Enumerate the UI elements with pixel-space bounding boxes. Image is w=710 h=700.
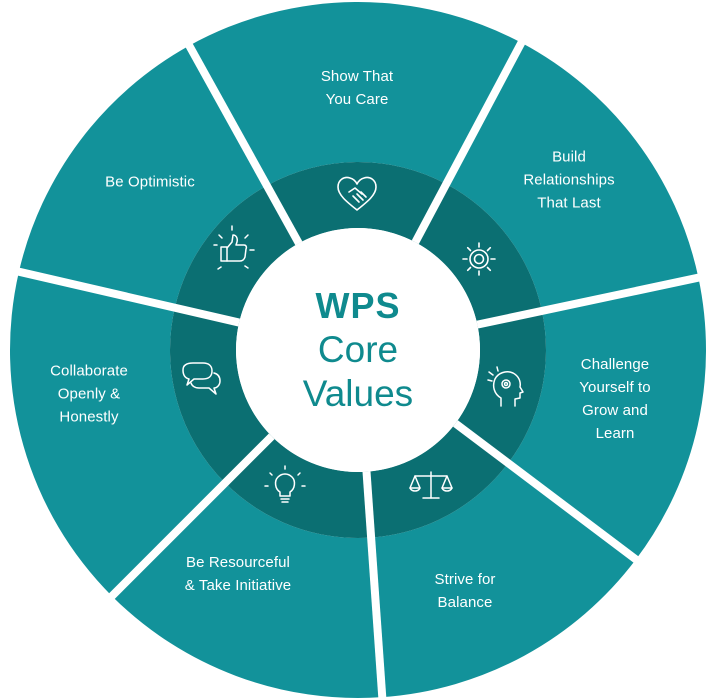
segment-divider-4 <box>362 471 387 700</box>
segment-outer-4 <box>111 482 383 698</box>
segment-ring-6 <box>174 185 299 323</box>
segment-divider-6 <box>14 266 241 327</box>
scales-icon <box>409 471 453 499</box>
segment-ring-0 <box>266 162 447 244</box>
thumbs-up-icon <box>213 225 255 270</box>
segment-ring-2 <box>455 310 546 464</box>
center-title: WPS Core Values <box>258 284 458 416</box>
lightbulb-icon <box>264 465 306 503</box>
segment-divider-2 <box>476 272 704 329</box>
center-title-wps: WPS <box>315 285 401 326</box>
segment-outer-2 <box>508 277 706 560</box>
segment-divider-5 <box>106 433 275 602</box>
segment-ring-4 <box>225 436 372 539</box>
speech-bubbles-icon <box>182 362 221 395</box>
center-circle <box>236 228 480 472</box>
segment-outer-3 <box>371 463 636 698</box>
segments-layer <box>10 1 706 700</box>
segment-outer-5 <box>10 271 226 597</box>
heart-handshake-icon <box>337 176 377 211</box>
segment-outer-6 <box>18 45 267 308</box>
center-title-values: Values <box>302 373 414 414</box>
segment-label-strive-for-balance: Strive for Balance <box>434 571 496 611</box>
segment-outer-0 <box>189 1 522 186</box>
segment-label-build-relationships: Build Relationships That Last <box>523 148 615 212</box>
gear-icon <box>462 242 496 276</box>
icons-layer <box>182 176 524 503</box>
segment-label-be-resourceful: Be Resourceful & Take Initiative <box>184 554 292 594</box>
head-gears-icon <box>487 366 524 407</box>
segment-label-show-that-you-care: Show That You Care <box>320 68 394 108</box>
segment-divider-1 <box>411 37 527 245</box>
segment-divider-3 <box>453 420 642 566</box>
segment-label-challenge-yourself: Challenge Yourself to Grow and Learn <box>579 356 651 442</box>
segment-label-be-optimistic: Be Optimistic <box>105 173 195 191</box>
center-title-core: Core <box>317 329 399 370</box>
segment-ring-5 <box>170 307 272 483</box>
segment-label-collaborate: Collaborate Openly & Honestly <box>50 362 128 426</box>
segment-outer-1 <box>446 42 699 311</box>
segment-divider-0 <box>183 40 303 246</box>
segment-ring-3 <box>366 423 509 538</box>
